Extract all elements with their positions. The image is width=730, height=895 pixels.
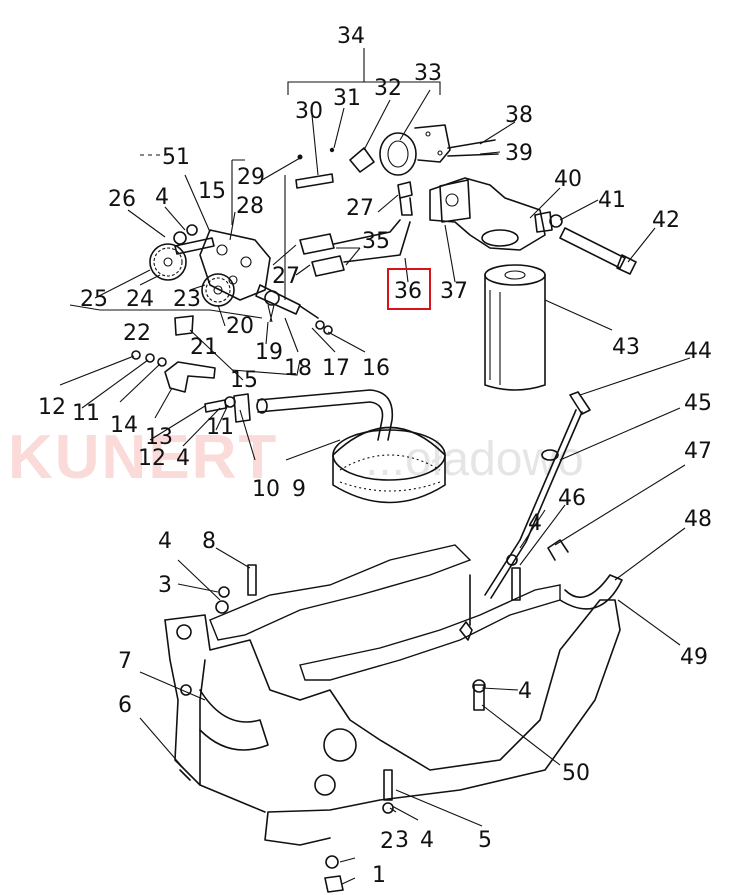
callout-22: 22 — [123, 321, 151, 346]
callout-8: 8 — [202, 529, 216, 554]
callout-11-top: 11 — [72, 401, 100, 426]
callout-27-mid: 27 — [272, 264, 300, 289]
callout-16: 16 — [362, 356, 390, 381]
callout-17: 17 — [322, 356, 350, 381]
callout-4-pan: 4 — [518, 679, 532, 704]
callout-labels: 34 30 31 32 33 38 39 51 29 15 26 4 28 27… — [38, 24, 712, 888]
callout-23: 23 — [173, 287, 201, 312]
callout-51: 51 — [162, 145, 190, 170]
callout-20: 20 — [226, 314, 254, 339]
leader-lines — [59, 89, 691, 885]
callout-12-mid: 12 — [138, 446, 166, 471]
callout-15-top: 15 — [198, 179, 226, 204]
callout-21: 21 — [190, 335, 218, 360]
hardware — [215, 554, 521, 893]
watermark-brand: KUNERT — [8, 423, 278, 492]
callout-4-low: 4 — [420, 828, 434, 853]
callout-38: 38 — [505, 103, 533, 128]
callout-28: 28 — [236, 194, 264, 219]
callout-1: 1 — [372, 863, 386, 888]
callout-3-low: 3 — [395, 828, 409, 853]
callout-14: 14 — [110, 413, 138, 438]
callout-4-right: 4 — [528, 511, 542, 536]
callout-40: 40 — [554, 167, 582, 192]
callout-50: 50 — [562, 761, 590, 786]
highlight-box-36 — [387, 268, 431, 310]
bracket-group — [131, 315, 251, 423]
callout-27-top: 27 — [346, 196, 374, 221]
callout-41: 41 — [598, 188, 626, 213]
callout-32: 32 — [374, 76, 402, 101]
callout-7: 7 — [118, 649, 132, 674]
callout-4-mid: 4 — [176, 446, 190, 471]
oil-pan — [164, 539, 623, 846]
callout-49: 49 — [680, 645, 708, 670]
callout-48: 48 — [684, 507, 712, 532]
callout-15-mid: 15 — [230, 368, 258, 393]
callout-31: 31 — [333, 86, 361, 111]
oil-pump-assembly — [140, 48, 637, 391]
callout-2: 2 — [380, 829, 394, 854]
callout-13: 13 — [145, 425, 173, 450]
callout-6: 6 — [118, 693, 132, 718]
oil-strainer — [256, 389, 446, 504]
callout-43: 43 — [612, 335, 640, 360]
callout-24: 24 — [126, 287, 154, 312]
dipstick — [484, 391, 591, 599]
callout-42: 42 — [652, 208, 680, 233]
callout-33: 33 — [414, 61, 442, 86]
callout-34: 34 — [337, 24, 365, 49]
callout-45: 45 — [684, 391, 712, 416]
callout-18: 18 — [284, 356, 312, 381]
callout-26: 26 — [108, 187, 136, 212]
callout-35: 35 — [362, 229, 390, 254]
callout-4-left: 4 — [158, 529, 172, 554]
callout-46: 46 — [558, 486, 586, 511]
callout-9: 9 — [292, 477, 306, 502]
callout-30: 30 — [295, 99, 323, 124]
callout-44: 44 — [684, 339, 712, 364]
callout-10: 10 — [252, 477, 280, 502]
callout-36: 36 — [394, 279, 422, 304]
callout-47: 47 — [684, 439, 712, 464]
callout-3-left: 3 — [158, 573, 172, 598]
callout-29: 29 — [237, 165, 265, 190]
callout-5: 5 — [478, 828, 492, 853]
callout-4-top: 4 — [155, 185, 169, 210]
callout-12-top: 12 — [38, 395, 66, 420]
callout-11-mid: 11 — [206, 415, 234, 440]
callout-39: 39 — [505, 141, 533, 166]
callout-25: 25 — [80, 287, 108, 312]
callout-37: 37 — [440, 279, 468, 304]
callout-19: 19 — [255, 340, 283, 365]
